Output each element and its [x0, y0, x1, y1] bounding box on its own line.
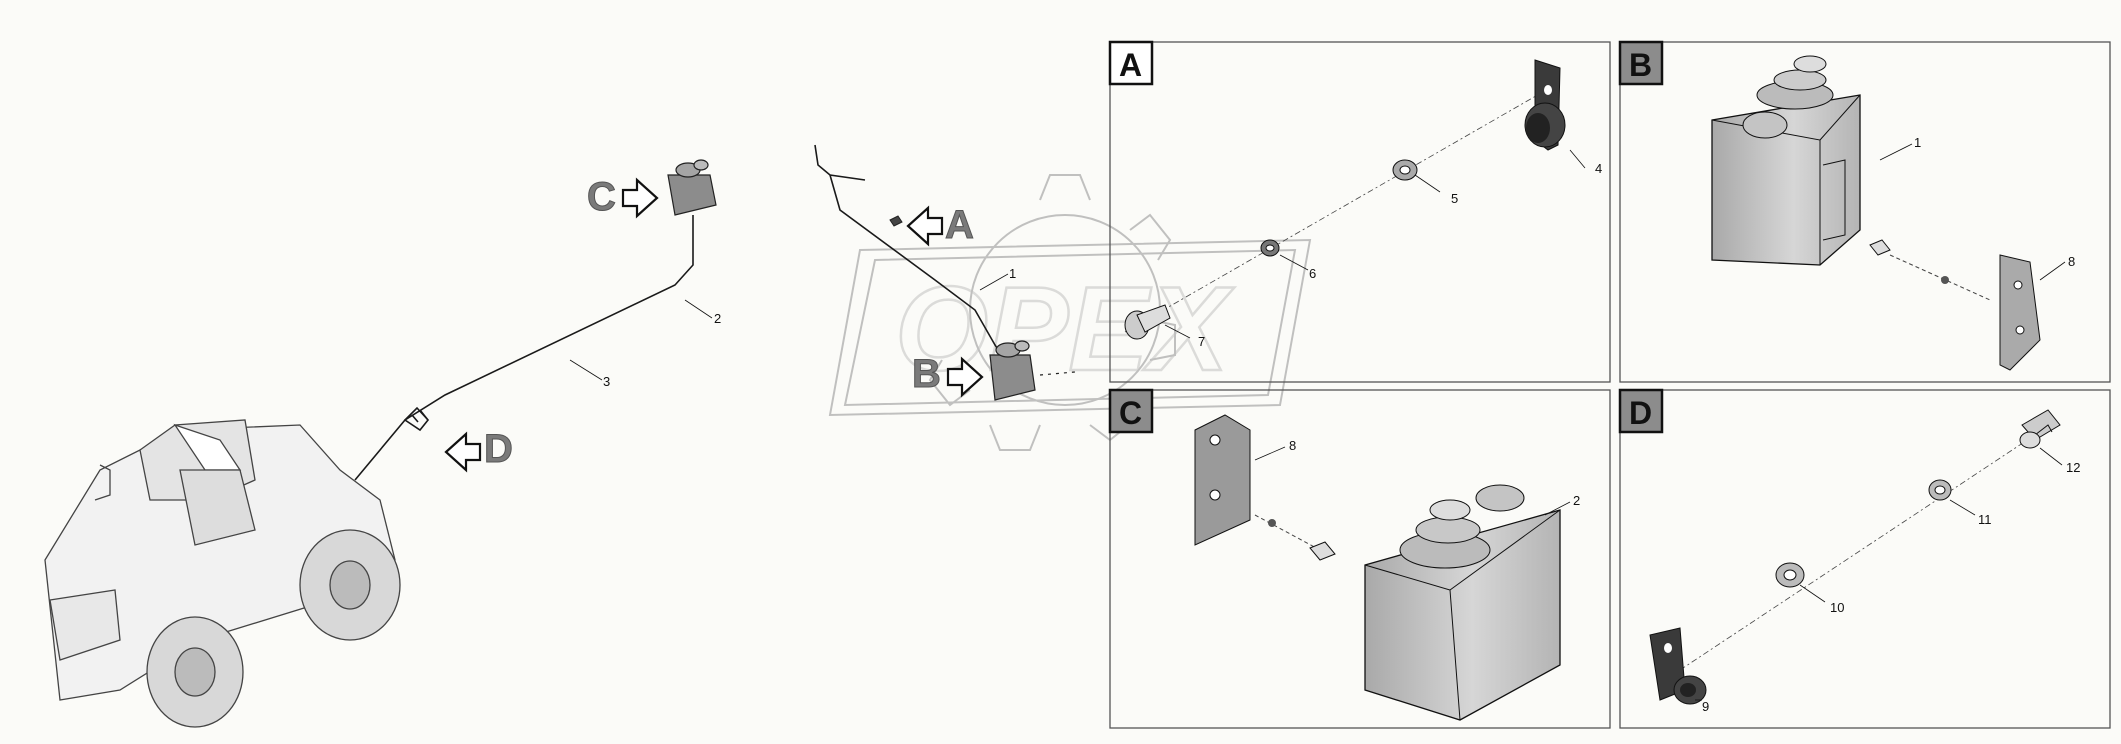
panel-a-label: A	[1119, 47, 1142, 83]
panel-a-callout-4: 4	[1595, 161, 1602, 176]
panel-a-callout-6: 6	[1309, 266, 1316, 281]
callout-3: 3	[603, 374, 610, 389]
panel-a-callout-7: 7	[1198, 334, 1205, 349]
panel-d-callout-12: 12	[2066, 460, 2080, 475]
panel-b-callout-1: 1	[1914, 135, 1921, 150]
reservoir-small-lower	[989, 340, 1076, 401]
main-assembly	[354, 144, 1006, 481]
panel-d-callout-10: 10	[1830, 600, 1844, 615]
watermark-logo: OPEX	[828, 174, 1312, 451]
panel-b: B 1 8	[1618, 40, 2111, 383]
panel-a-callout-5: 5	[1451, 191, 1458, 206]
main-callouts: 1 2 3	[569, 266, 1016, 389]
panel-d-callout-9: 9	[1702, 699, 1709, 714]
panel-c-callout-8: 8	[1289, 438, 1296, 453]
view-arrow-b: B	[912, 352, 984, 398]
view-arrow-a-label: A	[945, 203, 974, 247]
view-arrow-c: C	[587, 175, 659, 220]
panel-c: C 8 2	[1108, 388, 1611, 729]
callout-2: 2	[714, 311, 721, 326]
arrow-left-icon	[906, 205, 944, 247]
panel-c-label: C	[1119, 395, 1142, 431]
arrow-right-icon	[946, 356, 984, 398]
arrow-right-icon	[621, 177, 659, 219]
clip-near-a	[889, 215, 903, 227]
view-arrow-d: D	[444, 427, 513, 473]
panel-b-label: B	[1629, 47, 1652, 83]
panel-c-callout-2: 2	[1573, 493, 1580, 508]
panel-d-label: D	[1629, 395, 1652, 431]
panel-d: D 12 11 10 9	[1618, 388, 2111, 729]
panel-b-callout-8: 8	[2068, 254, 2075, 269]
view-arrow-c-label: C	[587, 175, 616, 219]
watermark-text: OPEX	[895, 262, 1235, 396]
callout-1: 1	[1009, 266, 1016, 281]
panel-a: A 4 5 6 7	[1108, 40, 1611, 383]
tractor-illustration	[44, 419, 401, 728]
view-arrow-b-label: B	[912, 352, 941, 396]
reservoir-small-upper	[667, 159, 717, 216]
arrow-left-icon	[444, 431, 482, 473]
panel-d-callout-11: 11	[1978, 512, 1992, 527]
view-arrow-d-label: D	[484, 427, 513, 471]
washer-hose-left	[354, 215, 694, 481]
view-arrow-a: A	[906, 203, 974, 248]
